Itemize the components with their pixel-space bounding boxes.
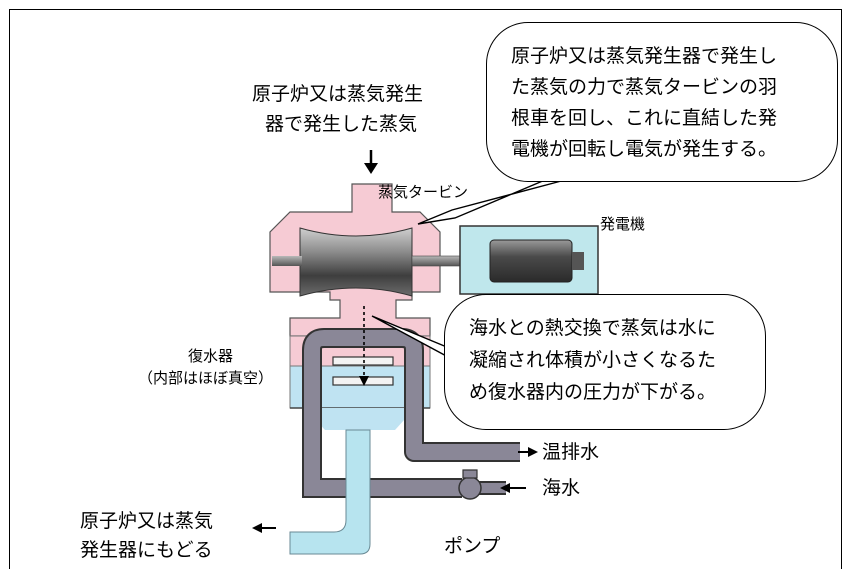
condenser-vacuum-label: （内部はほぼ真空） [138,369,274,387]
steam-source-label-line-2: 器で発生した蒸気 [265,113,418,135]
turbine-callout: 原子炉又は蒸気発生器で発生し た蒸気の力で蒸気タービンの羽 根車を回し、これに直… [486,22,838,182]
return-arrow [252,523,276,533]
condenser-callout-line-3: め復水器内の圧力が下がる。 [469,381,717,403]
condenser-tubes [302,328,520,498]
steam-source-label-line-1: 原子炉又は蒸気発生 [252,83,424,105]
steam-inlet-arrow [364,150,378,174]
turbine-callout-line-4: 電機が回転し電気が発生する。 [511,138,778,160]
return-label-line-1: 原子炉又は蒸気 [80,510,214,532]
hot-drain-label: 温排水 [542,441,600,463]
turbine-callout-line-2: た蒸気の力で蒸気タービンの羽 [511,76,778,98]
return-water-pipe [289,429,371,555]
seawater-arrow [500,483,526,493]
turbine-callout-line-1: 原子炉又は蒸気発生器で発生し [511,45,778,67]
hot-drain-arrow [518,447,538,457]
condenser-callout-line-1: 海水との熱交換で蒸気は水に [469,317,716,339]
condenser-callout: 海水との熱交換で蒸気は水に 凝縮され体積が小さくなるた め復水器内の圧力が下がる… [444,294,766,430]
turbine-rotor [272,227,413,297]
pump-label: ポンプ [444,535,501,557]
seawater-label: 海水 [542,477,581,499]
generator-label: 発電機 [600,215,646,233]
turbine-callout-line-3: 根車を回し、これに直結した発 [511,107,778,129]
figure-frame [9,9,842,569]
condenser-callout-line-2: 凝縮され体積が小さくなるた [469,349,717,371]
generator-housing [459,225,599,295]
condenser-label: 復水器 [188,347,234,365]
return-label-line-2: 発生器にもどる [80,539,213,561]
pump-icon [458,469,482,500]
turbine-label: 蒸気タービン [378,183,469,201]
steam-flow-dashed-arrow [359,306,369,386]
